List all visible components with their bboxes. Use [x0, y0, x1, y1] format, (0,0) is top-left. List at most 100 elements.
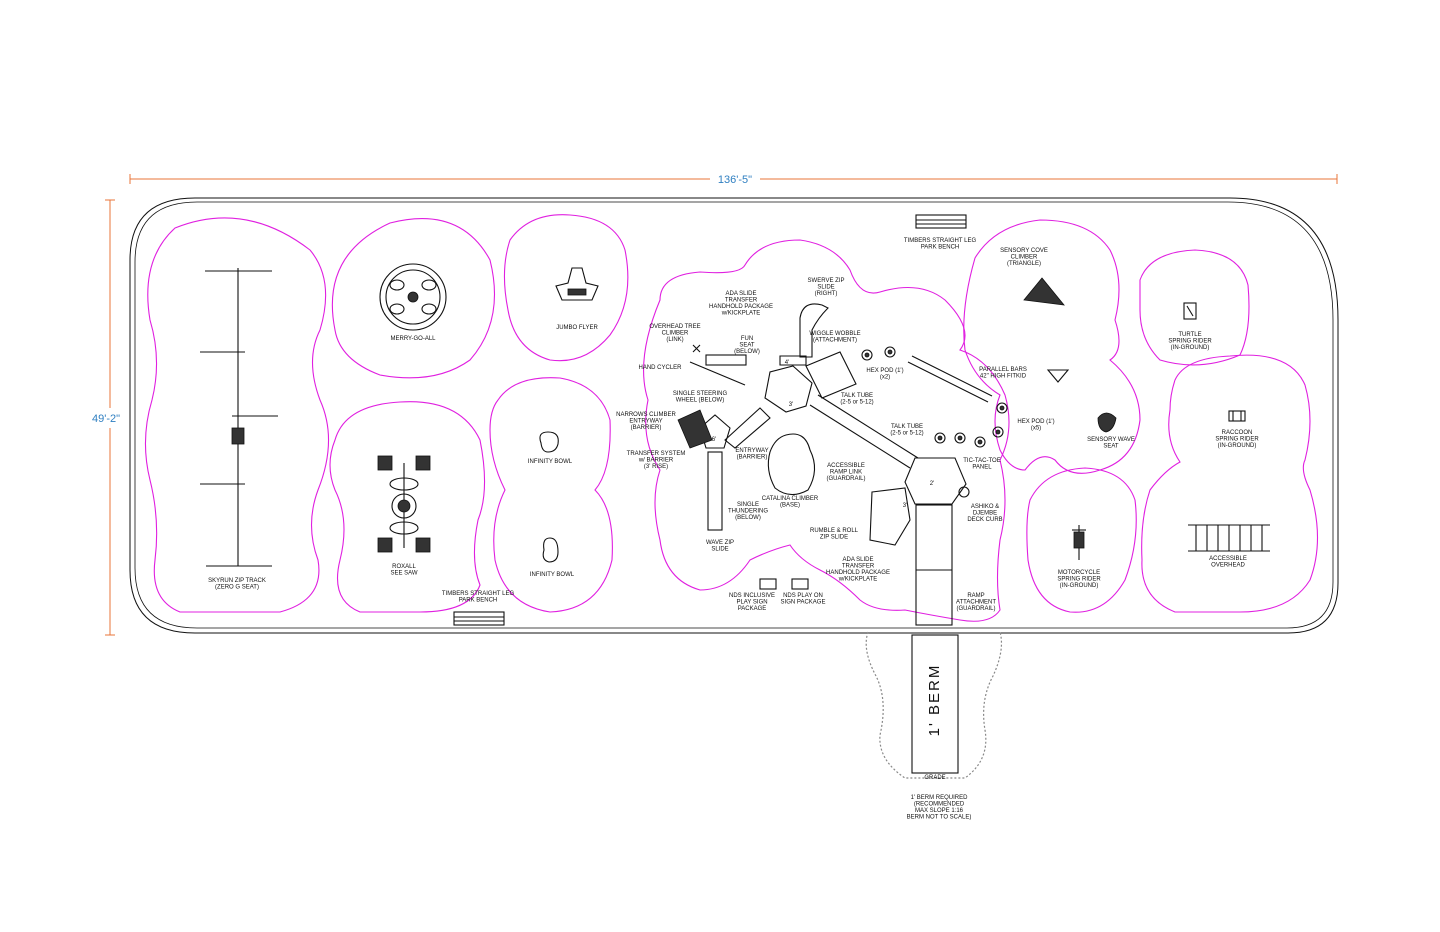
bowl1-label-1: INFINITY BOWL	[528, 459, 573, 465]
merry-go-all-icon	[379, 263, 447, 331]
motorcycle-label-1: MOTORCYCLE	[1058, 570, 1100, 576]
entryway-label-1: ENTRYWAY	[735, 448, 768, 454]
ada-top-label-3: HANDHOLD PACKAGE	[709, 304, 773, 310]
wiggle-label-2: (ATTACHMENT)	[813, 338, 857, 344]
rumble-label-2: ZIP SLIDE	[820, 535, 848, 541]
skyrun-label-1: SKYRUN ZIP TRACK	[208, 578, 266, 584]
ramp-attach-label-3: (GUARDRAIL)	[956, 606, 995, 612]
fun-seat-label-3: (BELOW)	[734, 349, 760, 355]
overhead-label-1: ACCESSIBLE	[1209, 556, 1247, 562]
site-boundary-inner	[134, 201, 1334, 629]
roxall-see-saw-icon	[377, 455, 431, 553]
bench-left-label-1: TIMBERS STRAIGHT LEG	[442, 591, 515, 597]
svg-text:TALK TUBE(2-5 or 5-12): TALK TUBE(2-5 or 5-12)	[840, 393, 873, 406]
talk-tube2-label-1: TALK TUBE	[891, 424, 923, 430]
berm-note-line-2: (RECOMMENDED	[914, 802, 965, 808]
deck-height-2: 3'	[789, 402, 793, 408]
bowl2-label-1: INFINITY BOWL	[530, 572, 575, 578]
skyrun-zip-track-icon	[200, 268, 278, 567]
parallel-label-1: PARALLEL BARS	[979, 367, 1027, 373]
ramp-attach-label-1: RAMP	[967, 593, 984, 599]
hex-pod-x2-label-2: (x2)	[880, 375, 890, 381]
thundering-label-2: THUNDERING	[728, 509, 768, 515]
svg-text:INFINITY BOWL: INFINITY BOWL	[528, 459, 573, 465]
svg-text:ENTRYWAY(BARRIER): ENTRYWAY(BARRIER)	[735, 448, 768, 461]
catalina-label-1: CATALINA CLIMBER	[762, 496, 819, 502]
hand-cycler-label-1: HAND CYCLER	[638, 365, 682, 371]
hex-pod-x2-label-1: HEX POD (1')	[866, 368, 903, 374]
sensory-wave-seat-icon	[1097, 412, 1117, 433]
nds-play-label-1: NDS PLAY ON	[783, 593, 823, 599]
raccoon-label-3: (IN-GROUND)	[1218, 443, 1257, 449]
thundering-label-1: SINGLE	[737, 502, 759, 508]
talk-tube2-label-2: (2-5 or 5-12)	[890, 431, 923, 437]
swerve-label-1: SWERVE ZIP	[808, 278, 845, 284]
talk-tube1-label-2: (2-5 or 5-12)	[840, 400, 873, 406]
narrows-label-1: NARROWS CLIMBER	[616, 412, 676, 418]
raccoon-spring-rider-icon	[1228, 410, 1246, 422]
deck-height-4: 2'	[930, 481, 934, 487]
steering-label-2: WHEEL (BELOW)	[676, 398, 724, 404]
berm-height-text: 1' BERM	[926, 664, 943, 737]
nds-play-label-2: SIGN PACKAGE	[781, 600, 826, 606]
deck-height-5: 3'	[903, 503, 907, 509]
sensory-cove-label-3: (TRIANGLE)	[1007, 261, 1041, 267]
width-dimension: 136'-5"	[129, 174, 1338, 186]
accessible-ramp-label-1: ACCESSIBLE	[827, 463, 865, 469]
raccoon-label-1: RACCOON	[1222, 430, 1253, 436]
ada-bottom-label-4: w/KICKPLATE	[838, 577, 878, 583]
overhead-tree-label-1: OVERHEAD TREE	[649, 324, 700, 330]
turtle-label-3: (IN-GROUND)	[1171, 345, 1210, 351]
narrows-label-2: ENTRYWAY	[629, 419, 662, 425]
deck-heights: 4' 3' 6' 2' 3'	[712, 360, 934, 509]
roxall-label-2: SEE SAW	[390, 571, 417, 577]
ada-top-label-4: w/KICKPLATE	[721, 311, 761, 317]
turtle-label-1: TURTLE	[1178, 332, 1201, 338]
accessible-overhead-icon	[1188, 524, 1270, 552]
transfer-label-1: TRANSFER SYSTEM	[627, 451, 686, 457]
svg-text:SKYRUN ZIP TRACK(ZERO G SEAT): SKYRUN ZIP TRACK(ZERO G SEAT)	[208, 578, 266, 591]
svg-text:HEX POD (1')(x2): HEX POD (1')(x2)	[866, 368, 903, 381]
bench-left-label-2: PARK BENCH	[459, 598, 498, 604]
bench-top-label-2: PARK BENCH	[921, 245, 960, 251]
hex-pod-x5-label-2: (x5)	[1031, 426, 1041, 432]
jumbo-flyer-icon	[555, 267, 599, 301]
jumbo-label-1: JUMBO FLYER	[556, 325, 598, 331]
roxall-label-1: ROXALL	[392, 564, 416, 570]
turtle-spring-rider-icon	[1183, 302, 1197, 320]
accessible-ramp-label-3: (GUARDRAIL)	[826, 476, 865, 482]
raccoon-label-2: SPRING RIDER	[1215, 437, 1259, 443]
merry-label-1: MERRY-GO-ALL	[390, 336, 436, 342]
svg-text:JUMBO FLYER: JUMBO FLYER	[556, 325, 598, 331]
svg-text:HAND CYCLER: HAND CYCLER	[638, 365, 682, 371]
svg-text:INFINITY BOWL: INFINITY BOWL	[530, 572, 575, 578]
play-structure	[677, 303, 1008, 626]
wave-zip-label-2: SLIDE	[711, 547, 728, 553]
berm: 1' BERM GRADE	[865, 631, 1003, 781]
narrows-label-3: (BARRIER)	[631, 425, 662, 431]
ashiko-label-1: ASHIKO &	[971, 504, 999, 510]
nds-play-on-sign-icon	[791, 578, 809, 590]
ada-top-label-1: ADA SLIDE	[725, 291, 756, 297]
nds-inclusive-sign-icon	[759, 578, 777, 590]
sensory-wave-label-2: SEAT	[1103, 444, 1119, 450]
sensory-wave-label-1: SENSORY WAVE	[1087, 437, 1135, 443]
